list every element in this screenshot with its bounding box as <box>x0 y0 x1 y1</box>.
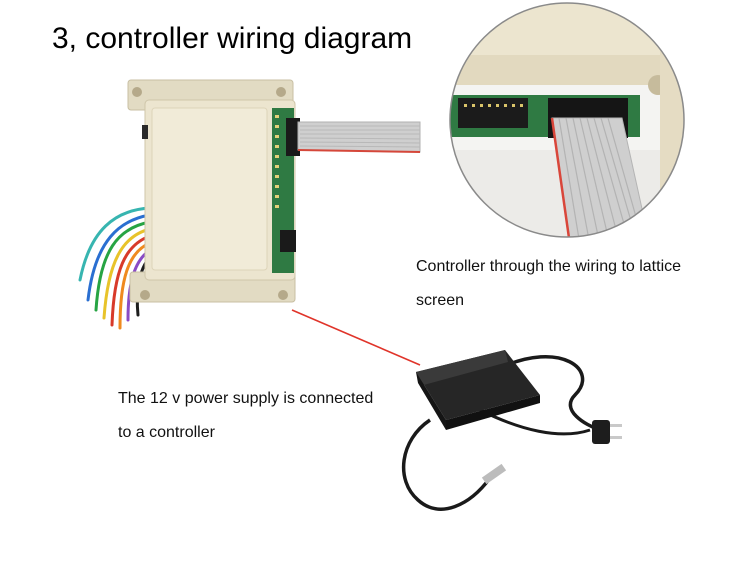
mounting-hole <box>278 290 288 300</box>
diagram-title: 3, controller wiring diagram <box>52 22 413 55</box>
connector-zoom-inset <box>449 2 685 238</box>
pcb-pins <box>275 115 279 208</box>
caption-line: to a controller <box>118 424 215 441</box>
pointer-line <box>291 309 421 366</box>
caption-line: The 12 v power supply is connected <box>118 390 374 407</box>
caption-power-supply: The 12 v power supply is connected to a … <box>118 382 373 450</box>
power-adapter <box>401 350 622 511</box>
caption-lattice-screen: Controller through the wiring to lattice… <box>416 250 681 318</box>
mounting-hole <box>276 87 286 97</box>
caption-line: screen <box>416 292 465 309</box>
mounting-hole <box>132 87 142 97</box>
controller-wire-bundle <box>78 206 152 330</box>
caption-line: Controller through the wiring to lattice <box>416 258 682 275</box>
controller-unit <box>78 79 421 330</box>
mounting-hole <box>140 290 150 300</box>
